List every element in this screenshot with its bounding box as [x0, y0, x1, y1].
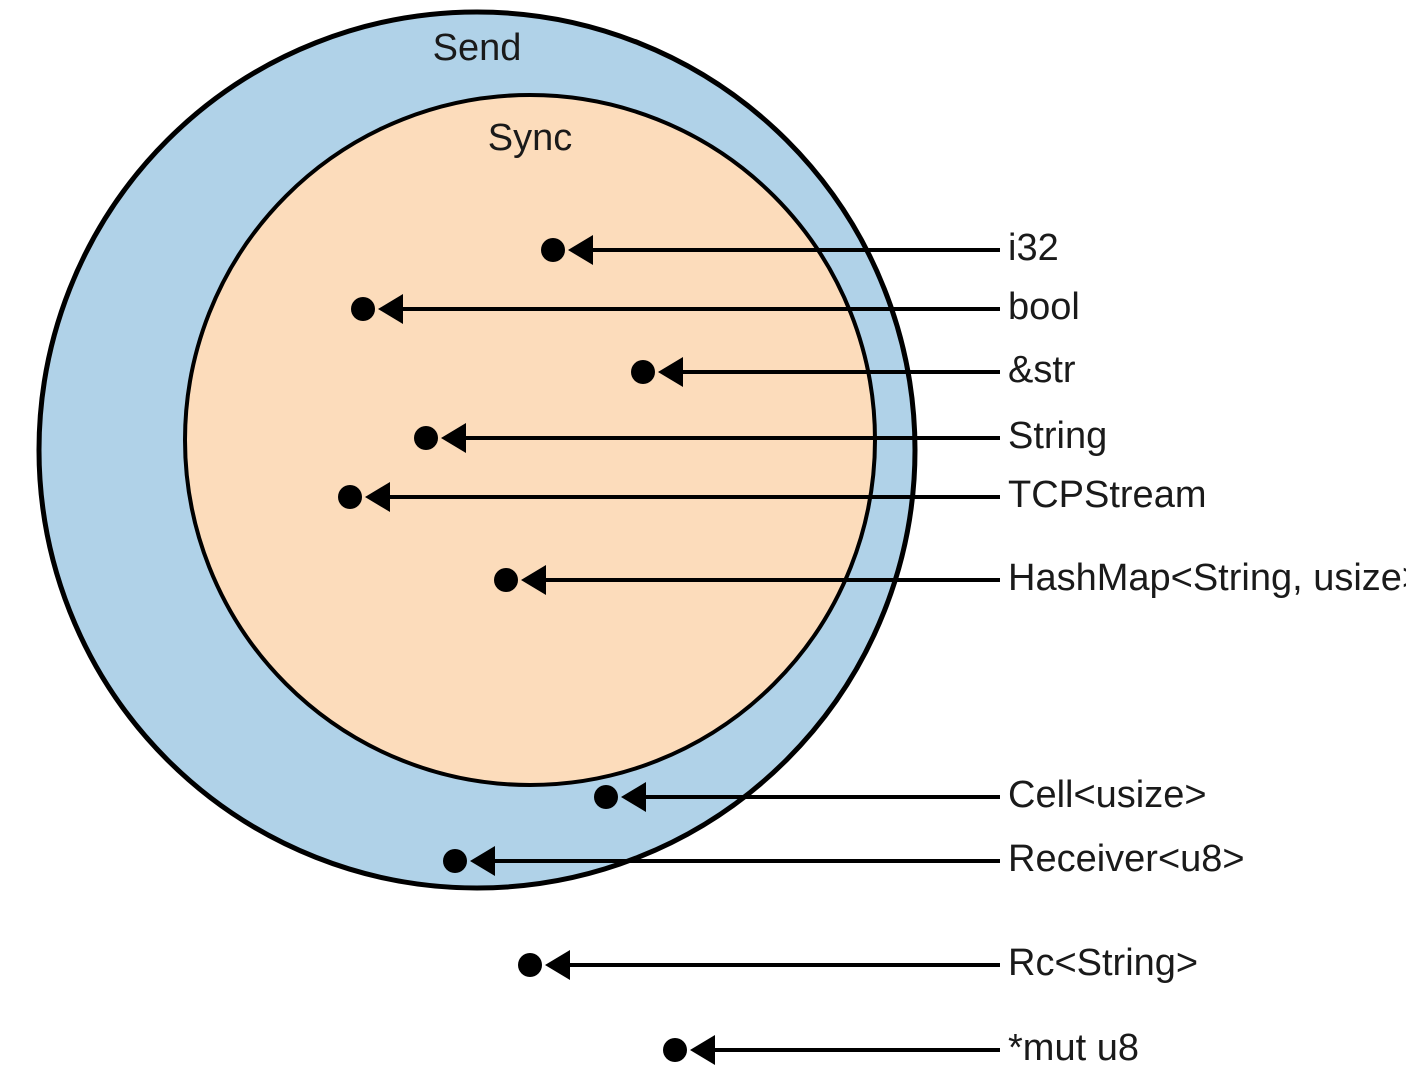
- type-label-cell-usize: Cell<usize>: [1008, 774, 1207, 816]
- type-dot-rc-string: [518, 953, 542, 977]
- type-label-receiver-u8: Receiver<u8>: [1008, 838, 1245, 880]
- type-label-rc-string: Rc<String>: [1008, 942, 1198, 984]
- arrowhead-receiver-u8: [470, 846, 495, 876]
- type-label-str: &str: [1008, 349, 1076, 391]
- arrowhead-cell-usize: [621, 782, 646, 812]
- arrowhead-string: [441, 423, 466, 453]
- arrowhead-i32: [568, 235, 593, 265]
- type-dot-str: [631, 360, 655, 384]
- type-labels: i32 bool&strStringTCPStreamHashMap<String…: [1008, 227, 1406, 1069]
- arrowhead-rc-string: [545, 950, 570, 980]
- sync-set-title: Sync: [488, 117, 572, 159]
- send-set-title: Send: [433, 27, 522, 69]
- type-dot-receiver-u8: [443, 849, 467, 873]
- type-label-bool: bool: [1008, 286, 1080, 328]
- type-label-string: String: [1008, 415, 1107, 457]
- arrowhead-hashmap-string-usize: [521, 565, 546, 595]
- type-dot-bool: [351, 297, 375, 321]
- type-dot-mut-u8: [663, 1038, 687, 1062]
- type-arrows: [338, 235, 1000, 1065]
- type-label-mut-u8: *mut u8: [1008, 1027, 1139, 1069]
- type-dot-cell-usize: [594, 785, 618, 809]
- type-dot-i32: [541, 238, 565, 262]
- type-label-i32: i32: [1008, 227, 1059, 269]
- arrowhead-str: [658, 357, 683, 387]
- type-label-hashmap-string-usize: HashMap<String, usize>: [1008, 557, 1406, 599]
- type-label-tcpstream: TCPStream: [1008, 474, 1206, 516]
- type-dot-string: [414, 426, 438, 450]
- arrowhead-mut-u8: [690, 1035, 715, 1065]
- type-dot-tcpstream: [338, 485, 362, 509]
- arrowhead-tcpstream: [365, 482, 390, 512]
- arrowhead-bool: [378, 294, 403, 324]
- type-dot-hashmap-string-usize: [494, 568, 518, 592]
